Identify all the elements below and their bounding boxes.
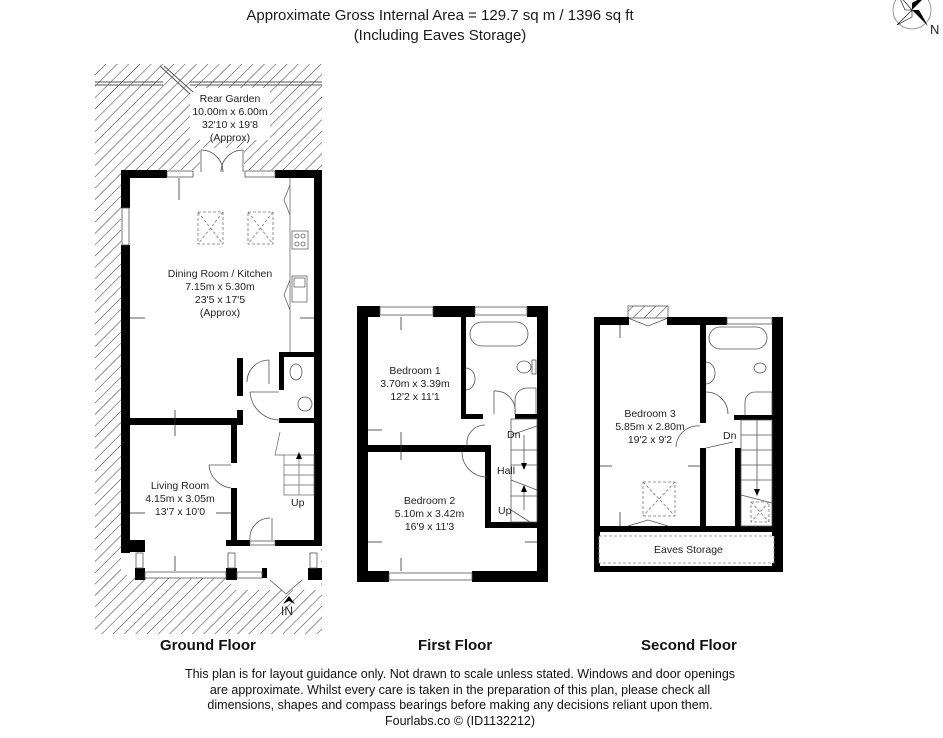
- ground-doors: [208, 359, 303, 595]
- room-note: (Approx): [209, 132, 251, 144]
- north-label: N: [930, 22, 940, 37]
- first-stairs-up-label: Up: [498, 505, 512, 517]
- french-doors: [200, 149, 244, 173]
- room-imperial: 23'5 x 17'5: [194, 294, 246, 306]
- disclaimer: This plan is for layout guidance only. N…: [150, 667, 770, 729]
- compass-rose-icon: [892, 0, 932, 30]
- ground-stairs-up-label: Up: [291, 497, 305, 509]
- ground-floor-walls: [121, 170, 322, 580]
- first-stairs-down-label: Dn: [507, 429, 521, 441]
- bedroom-3-label: Bedroom 3 5.85m x 2.80m 19'2 x 9'2: [605, 408, 695, 447]
- disclaimer-line: This plan is for layout guidance only. N…: [184, 667, 736, 681]
- dining-kitchen-label: Dining Room / Kitchen 7.15m x 5.30m 23'5…: [155, 268, 285, 320]
- bedroom-1-label: Bedroom 1 3.70m x 3.39m 12'2 x 11'1: [370, 365, 460, 404]
- room-name: Rear Garden: [199, 93, 261, 105]
- second-stairs-down-label: Dn: [723, 430, 737, 442]
- bedroom-2-label: Bedroom 2 5.10m x 3.42m 16'9 x 11'3: [382, 495, 477, 534]
- room-metric: 7.15m x 5.30m: [185, 281, 255, 293]
- room-imperial: 19'2 x 9'2: [627, 434, 673, 446]
- second-floor-walls: [594, 305, 783, 572]
- copyright-line: Fourlabs.co © (ID1132212): [384, 713, 536, 728]
- eaves-storage-label: Eaves Storage: [654, 544, 723, 556]
- room-name: Bedroom 2: [403, 495, 456, 507]
- room-imperial: 32'10 x 19'8: [202, 119, 258, 131]
- room-name: Bedroom 1: [389, 365, 441, 377]
- room-metric: 5.85m x 2.80m: [615, 421, 685, 433]
- room-metric: 4.15m x 3.05m: [145, 493, 215, 505]
- first-floor-walls: [357, 306, 548, 582]
- room-metric: 10.00m x 6.00m: [192, 106, 268, 118]
- ground-floor-label: Ground Floor: [160, 637, 256, 654]
- ground-windows: [121, 170, 318, 579]
- room-name: Bedroom 3: [624, 408, 676, 420]
- room-metric: 3.70m x 3.39m: [380, 378, 450, 390]
- room-imperial: 16'9 x 11'3: [404, 521, 455, 533]
- room-imperial: 12'2 x 11'1: [390, 391, 440, 403]
- hall-label: Hall: [497, 465, 516, 477]
- room-name: Living Room: [150, 480, 210, 492]
- room-name: Dining Room / Kitchen: [167, 268, 273, 280]
- entrance-label: IN: [281, 604, 293, 618]
- room-note: (Approx): [199, 307, 241, 319]
- eaves-note-text: (Including Eaves Storage): [353, 27, 527, 44]
- living-room-label: Living Room 4.15m x 3.05m 13'7 x 10'0: [130, 480, 230, 519]
- gross-area-text: Approximate Gross Internal Area = 129.7 …: [246, 7, 634, 24]
- rear-garden-label: Rear Garden 10.00m x 6.00m 32'10 x 19'8 …: [180, 93, 280, 145]
- room-metric: 5.10m x 3.42m: [394, 508, 465, 520]
- second-floor-label: Second Floor: [641, 637, 737, 654]
- roof-lights: [197, 211, 274, 245]
- first-floor-label: First Floor: [418, 637, 493, 654]
- disclaimer-line: dimensions, shapes and compass bearings …: [207, 698, 713, 712]
- wc-fixtures: [289, 363, 313, 412]
- ground-dimension-arrows: [130, 178, 314, 571]
- room-imperial: 13'7 x 10'0: [154, 506, 206, 518]
- kitchen-units: [283, 178, 309, 352]
- disclaimer-line: are approximate. Whilst every care is ta…: [209, 682, 711, 697]
